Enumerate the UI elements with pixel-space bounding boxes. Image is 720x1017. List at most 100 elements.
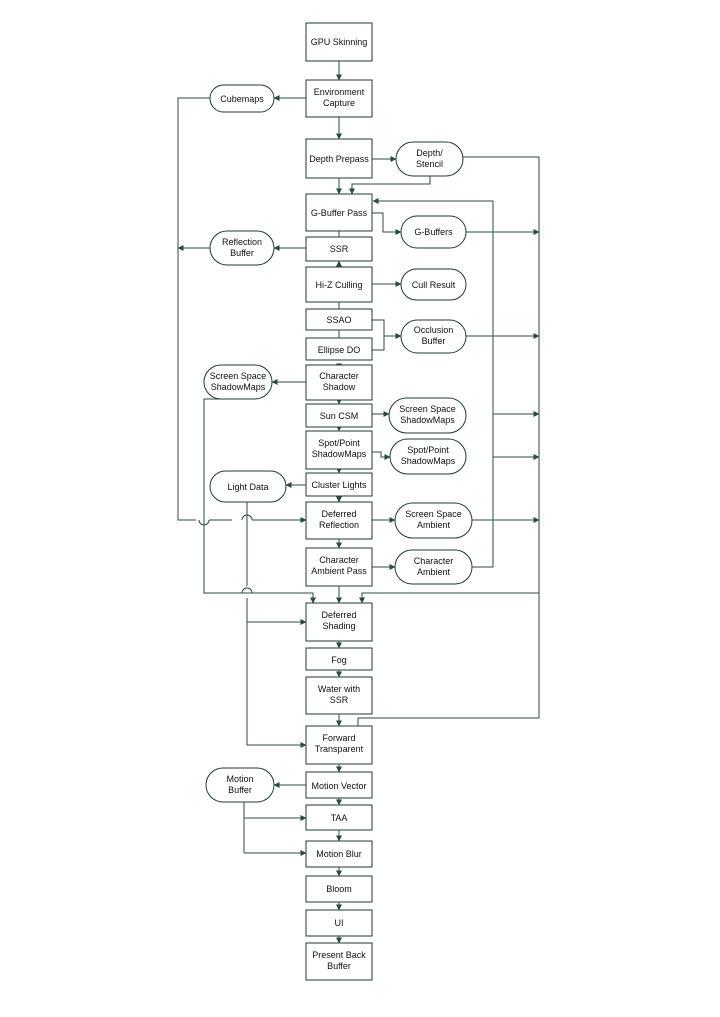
node-label: Fog [331,655,347,665]
connectors [177,61,540,944]
node-label-line: Buffer [228,785,252,795]
node-fog: Fog [305,647,373,671]
node-label-line: Ambient [417,567,451,577]
node-label-line: G-Buffers [414,227,453,237]
node-label-line: TAA [331,813,348,823]
node-taa: TAA [305,804,373,831]
node-label-line: Cluster Lights [311,480,367,490]
node-label: SSR [330,244,349,254]
node-label-line: Present Back [312,950,366,960]
node-label: Ellipse DO [318,345,361,355]
node-light-data: Light Data [209,470,287,503]
node-label: Cull Result [412,280,456,290]
edge-spotpoint-to-res [372,451,391,460]
node-label: Bloom [326,884,352,894]
node-motion-blur: Motion Blur [305,840,373,868]
node-label-line: Buffer [327,961,351,971]
node-label: Hi-Z Culling [315,280,362,290]
node-label-line: Shading [322,621,355,631]
node-label-line: Reflection [222,237,262,247]
node-cluster-lights: Cluster Lights [305,472,373,497]
node-cull-result: Cull Result [400,268,467,301]
node-label-line: Character [414,556,454,566]
node-gpu-skinning: GPU Skinning [305,22,373,62]
node-label-line: Deferred [321,509,356,519]
node-ellipse-do: Ellipse DO [305,337,373,361]
node-label-line: Motion Vector [311,781,366,791]
node-label-line: Cull Result [412,280,456,290]
node-label-line: Fog [331,655,347,665]
node-label-line: Light Data [227,482,268,492]
node-label-line: Screen Space [405,509,462,519]
node-label-line: Buffer [230,248,254,258]
node-label-line: Motion [226,774,253,784]
node-label-line: Ellipse DO [318,345,361,355]
node-label: GPU Skinning [311,37,368,47]
node-label: Cluster Lights [311,480,367,490]
node-bloom: Bloom [305,875,373,903]
node-label-line: Hi-Z Culling [315,280,362,290]
node-label-line: Water with [318,684,360,694]
node-depth-prepass: Depth Prepass [305,138,373,179]
node-label: Depth Prepass [309,154,369,164]
node-label-line: Stencil [416,159,443,169]
edge-stencil-right [357,156,540,729]
node-label-line: Character [319,371,359,381]
node-label: Sun CSM [320,411,359,421]
node-label-line: SSAO [326,315,351,325]
node-label-line: Sun CSM [320,411,359,421]
node-label: G-Buffer Pass [311,208,368,218]
node-label-line: Deferred [321,610,356,620]
node-gbuffer-pass: G-Buffer Pass [305,193,373,232]
node-label-line: Screen Space [399,404,456,414]
node-ssao: SSAO [305,308,373,331]
node-label-line: Spot/Point [407,445,449,455]
node-gbuffers: G-Buffers [400,215,467,249]
node-label-line: GPU Skinning [311,37,368,47]
node-label: Cubemaps [220,94,264,104]
node-label: G-Buffers [414,227,453,237]
node-depth-stencil: Depth/Stencil [395,141,464,177]
node-label-line: Buffer [422,336,446,346]
node-label-line: Capture [323,98,355,108]
node-label: UI [335,918,344,928]
edge-feedback-top [372,198,494,232]
node-label-line: Occlusion [414,325,454,335]
edge-ssao-to-occlusion [372,319,385,336]
edge-lightdata-down [246,598,306,746]
edge-stencil-to-gbuffer [349,176,431,195]
node-label: Depth/Stencil [416,148,443,169]
node-label-line: ShadowMaps [312,449,367,459]
node-label-line: Spot/Point [318,438,360,448]
node-label-line: ShadowMaps [401,456,456,466]
node-label-line: ShadowMaps [211,382,266,392]
node-label-line: G-Buffer Pass [311,208,368,218]
node-label-line: Ambient [417,520,451,530]
node-motion-vector: Motion Vector [305,771,373,799]
node-label: Motion Blur [316,849,362,859]
